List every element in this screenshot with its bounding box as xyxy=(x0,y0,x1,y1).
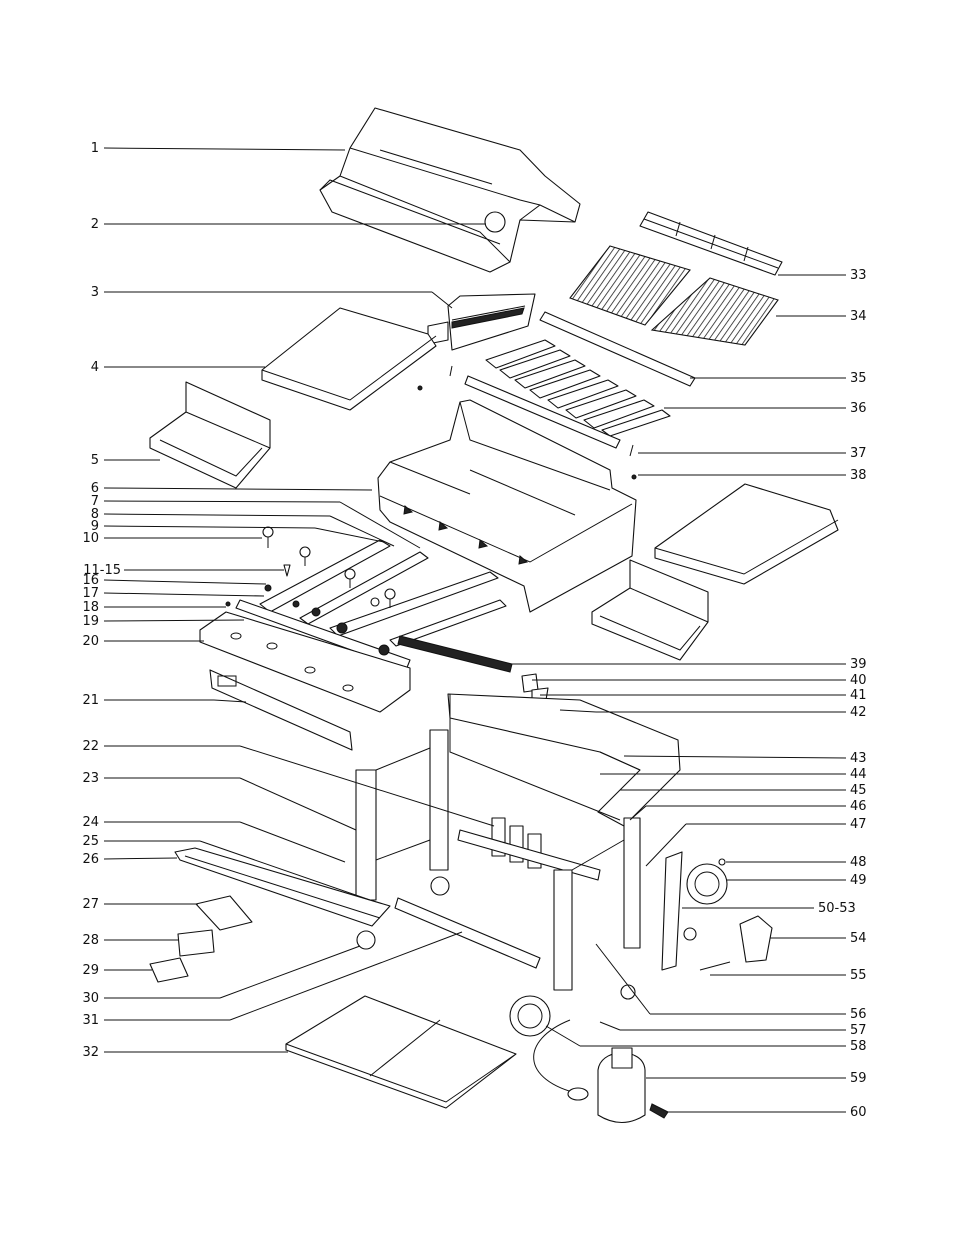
left-cart-frame xyxy=(355,729,449,901)
frame xyxy=(447,693,681,827)
part-labels-left: 1 2 3 4 5 6 7 8 9 10 11-15 16 17 18 19 2… xyxy=(82,141,121,1060)
cooking-grate-left xyxy=(569,245,691,326)
warming-box xyxy=(427,293,536,351)
control-knobs xyxy=(262,526,396,608)
left-catch-tray xyxy=(149,381,271,489)
grill-drawing xyxy=(149,107,839,1124)
label-part-16: 16 xyxy=(82,573,99,588)
label-part-18: 18 xyxy=(82,600,99,615)
caster-front xyxy=(430,876,450,896)
label-part-54: 54 xyxy=(850,931,867,946)
label-part-8: 8 xyxy=(91,507,99,522)
label-part-27: 27 xyxy=(82,897,99,912)
part-labels-right: 33 34 35 36 37 38 39 40 41 42 43 44 45 4… xyxy=(818,268,867,1120)
bottom-tube-1 xyxy=(457,829,601,881)
label-part-2: 2 xyxy=(91,217,99,232)
front-panel xyxy=(209,669,353,751)
catch-pan-holder xyxy=(195,895,253,931)
flavorizer-bar-rail xyxy=(539,311,696,387)
caster-left xyxy=(356,930,376,950)
label-part-1: 1 xyxy=(91,141,99,156)
label-part-60: 60 xyxy=(850,1105,867,1120)
control-panel xyxy=(199,611,411,713)
label-part-25: 25 xyxy=(82,834,99,849)
label-part-31: 31 xyxy=(82,1013,99,1028)
screw-small xyxy=(417,385,423,391)
igniter-module xyxy=(739,915,773,963)
label-part-57: 57 xyxy=(850,1023,867,1038)
lid xyxy=(319,107,581,273)
label-part-21: 21 xyxy=(82,693,99,708)
pin xyxy=(629,444,634,457)
label-part-29: 29 xyxy=(82,963,99,978)
wheel-assembly xyxy=(509,851,728,1037)
label-part-3: 3 xyxy=(91,285,99,300)
bottom-tray xyxy=(285,995,517,1109)
catch-pan xyxy=(177,929,215,957)
label-part-47: 47 xyxy=(850,817,867,832)
label-part-7: 7 xyxy=(91,494,99,509)
label-part-22: 22 xyxy=(82,739,99,754)
label-part-11-15: 11-15 xyxy=(83,563,121,578)
right-side-table xyxy=(654,483,839,585)
label-part-56: 56 xyxy=(850,1007,867,1022)
leader-lines xyxy=(103,147,847,1113)
label-part-9: 9 xyxy=(91,519,99,534)
burner-rail xyxy=(464,375,621,449)
label-part-55: 55 xyxy=(850,968,867,983)
label-part-35: 35 xyxy=(850,371,867,386)
thermometer xyxy=(484,211,506,233)
label-part-32: 32 xyxy=(82,1045,99,1060)
label-part-17: 17 xyxy=(82,586,99,601)
label-part-39: 39 xyxy=(850,657,867,672)
label-part-45: 45 xyxy=(850,783,867,798)
label-part-40: 40 xyxy=(850,673,867,688)
label-part-20: 20 xyxy=(82,634,99,649)
left-side-table xyxy=(261,307,437,411)
label-part-34: 34 xyxy=(850,309,867,324)
label-part-33: 33 xyxy=(850,268,867,283)
label-part-44: 44 xyxy=(850,767,867,782)
bolt xyxy=(699,961,731,971)
label-part-48: 48 xyxy=(850,855,867,870)
label-part-37: 37 xyxy=(850,446,867,461)
cooking-grate-right xyxy=(650,277,779,346)
tank-screw xyxy=(649,1103,669,1119)
label-part-4: 4 xyxy=(91,360,99,375)
cookbox xyxy=(377,399,637,613)
label-part-49: 49 xyxy=(850,873,867,888)
label-part-46: 46 xyxy=(850,799,867,814)
crossover-tube xyxy=(397,635,513,673)
bottom-tube-2 xyxy=(394,897,541,969)
label-part-38: 38 xyxy=(850,468,867,483)
propane-tank xyxy=(597,1047,646,1124)
label-part-26: 26 xyxy=(82,852,99,867)
flavorizer-bars xyxy=(485,339,671,437)
screw xyxy=(631,474,637,480)
burner-tubes xyxy=(259,539,507,647)
label-part-23: 23 xyxy=(82,771,99,786)
label-part-58: 58 xyxy=(850,1039,867,1054)
label-part-30: 30 xyxy=(82,991,99,1006)
label-part-10: 10 xyxy=(82,531,99,546)
label-part-5: 5 xyxy=(91,453,99,468)
label-part-24: 24 xyxy=(82,815,99,830)
label-part-50-53: 50-53 xyxy=(818,901,856,916)
label-part-41: 41 xyxy=(850,688,867,703)
right-cart-frame xyxy=(553,817,641,991)
regulator xyxy=(567,1087,589,1101)
gas-hose xyxy=(533,1019,581,1095)
label-part-28: 28 xyxy=(82,933,99,948)
label-part-59: 59 xyxy=(850,1071,867,1086)
label-part-6: 6 xyxy=(91,481,99,496)
right-catch-tray xyxy=(591,559,709,661)
label-part-36: 36 xyxy=(850,401,867,416)
label-part-43: 43 xyxy=(850,751,867,766)
warming-rack xyxy=(639,211,783,276)
disposable-drip-pan xyxy=(149,957,189,983)
label-part-19: 19 xyxy=(82,614,99,629)
label-part-42: 42 xyxy=(850,705,867,720)
